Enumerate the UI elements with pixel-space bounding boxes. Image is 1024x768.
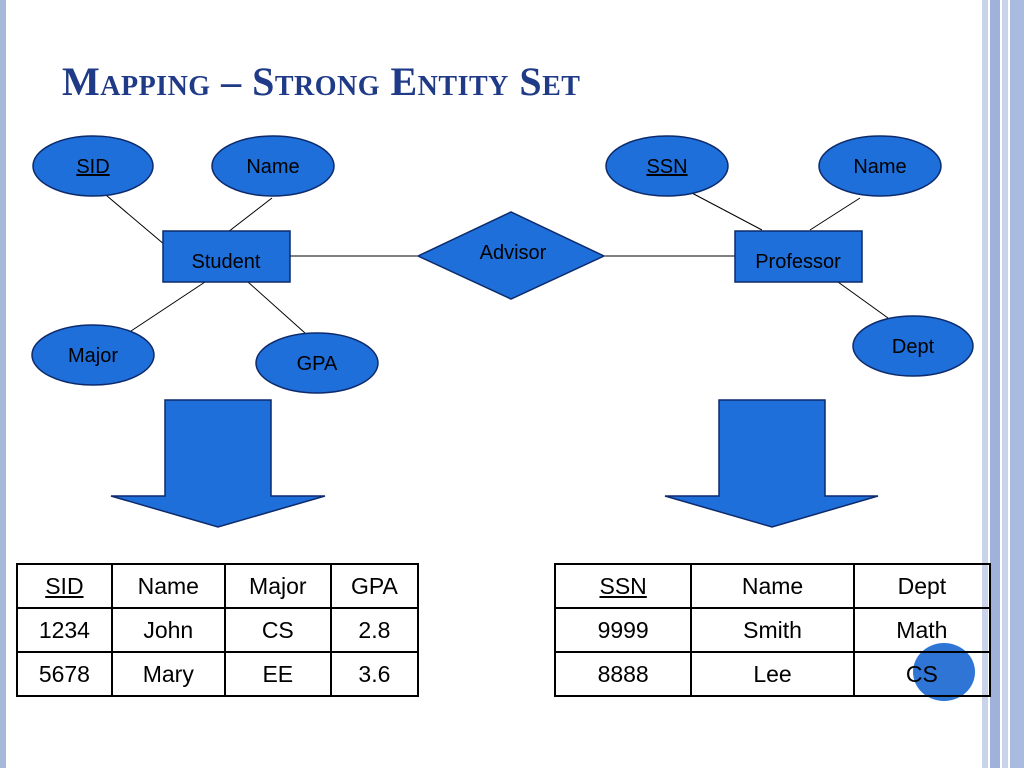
table-row: 8888 Lee CS [553, 651, 992, 697]
professor-table: SSN Name Dept 9999 Smith Math 8888 Lee C… [553, 563, 992, 697]
slide-title: Mapping – Strong Entity Set [62, 59, 581, 104]
student-table: SID Name Major GPA 1234 John CS 2.8 5678… [16, 563, 420, 697]
entity-student: Student [162, 230, 291, 283]
entity-professor: Professor [734, 230, 863, 283]
table-cell: 1234 [16, 607, 113, 653]
table-header-row: SSN Name Dept [553, 563, 992, 609]
attr-student-name: Name [211, 135, 335, 197]
header-cell: Major [223, 563, 332, 609]
attr-gpa-label: GPA [297, 353, 338, 375]
mapping-arrow-professor [664, 399, 879, 528]
table-cell: Math [852, 607, 992, 653]
relationship-advisor: Advisor [416, 211, 606, 300]
header-cell: Name [110, 563, 226, 609]
attr-gpa: GPA [255, 332, 379, 394]
entity-student-label: Student [192, 251, 261, 273]
table-cell: Mary [110, 651, 226, 697]
table-cell: 2.8 [329, 607, 420, 653]
header-cell: Dept [852, 563, 992, 609]
table-cell: Smith [690, 607, 855, 653]
attr-dept-label: Dept [892, 336, 935, 358]
attr-major-label: Major [68, 345, 118, 367]
table-row: 1234 John CS 2.8 [16, 607, 420, 653]
attr-professor-name: Name [818, 135, 942, 197]
table-cell: 9999 [553, 607, 693, 653]
header-cell: Name [690, 563, 855, 609]
attr-dept: Dept [852, 315, 974, 377]
table-row: 9999 Smith Math [553, 607, 992, 653]
header-cell: GPA [329, 563, 420, 609]
table-cell: 3.6 [329, 651, 420, 697]
table-cell: CS [223, 607, 332, 653]
attr-student-name-label: Name [246, 156, 299, 178]
table-cell: EE [223, 651, 332, 697]
attr-ssn: SSN [605, 135, 729, 197]
slide-frame-left [0, 0, 6, 768]
header-cell: SID [16, 563, 113, 609]
table-cell: John [110, 607, 226, 653]
slide-frame-right [982, 0, 1024, 768]
entity-professor-label: Professor [755, 251, 841, 273]
header-cell: SSN [553, 563, 693, 609]
table-row: 5678 Mary EE 3.6 [16, 651, 420, 697]
table-cell: CS [852, 651, 992, 697]
attr-sid: SID [32, 135, 154, 197]
mapping-arrow-student [110, 399, 326, 528]
table-cell: 8888 [553, 651, 693, 697]
relationship-advisor-label: Advisor [480, 242, 547, 264]
attr-professor-name-label: Name [853, 156, 906, 178]
table-cell: Lee [690, 651, 855, 697]
table-header-row: SID Name Major GPA [16, 563, 420, 609]
connector-lines [99, 189, 889, 334]
attr-major: Major [31, 324, 155, 386]
attr-ssn-label: SSN [646, 156, 687, 178]
attr-sid-label: SID [76, 156, 109, 178]
table-cell: 5678 [16, 651, 113, 697]
